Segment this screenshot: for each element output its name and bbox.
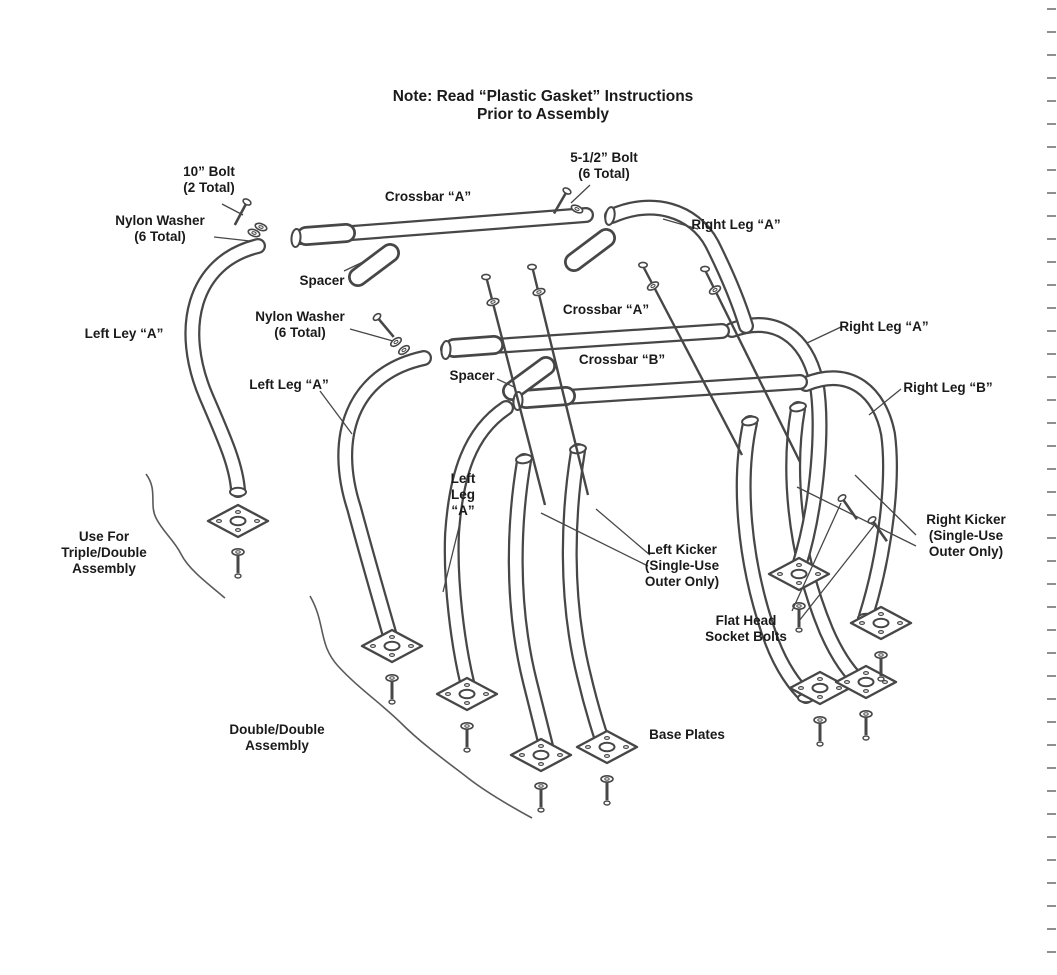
label-spacer-1: Spacer <box>299 273 345 288</box>
label-10in-bolt: 10” Bolt (2 Total) <box>183 164 235 195</box>
label-left-leg-a: Left Leg “A” <box>249 377 329 392</box>
label-flat-head-socket-bolts: Flat Head Socket Bolts <box>705 613 787 644</box>
flat-head-bolt-icon <box>835 492 862 524</box>
leg-tubes <box>184 199 898 690</box>
leader-lines <box>213 184 917 622</box>
label-double-double-assembly: Double/Double Assembly <box>229 722 325 753</box>
label-left-leg-vertical: Left Leg “A” <box>450 471 476 518</box>
label-crossbar-a-top: Crossbar “A” <box>384 189 472 204</box>
label-use-for-triple-double: Use For Triple/Double Assembly <box>61 529 147 576</box>
label-right-leg-a-mid: Right Leg “A” <box>839 319 929 334</box>
label-crossbar-a-mid: Crossbar “A” <box>562 302 650 317</box>
label-right-leg-b: Right Leg “B” <box>903 380 993 395</box>
fasteners <box>229 185 892 812</box>
page-edge-marks <box>1047 8 1056 968</box>
label-crossbar-b: Crossbar “B” <box>578 352 666 367</box>
label-left-kicker: Left Kicker (Single-Use Outer Only) <box>644 542 720 589</box>
label-left-ley-a: Left Ley “A” <box>84 326 164 341</box>
note-line1: Note: Read “Plastic Gasket” Instructions <box>392 88 694 105</box>
nylon-washer-icon <box>388 335 404 349</box>
spacer-tubes <box>348 228 616 401</box>
label-right-leg-a-top: Right Leg “A” <box>691 217 781 232</box>
note-title: Note: Read “Plastic Gasket” Instructions… <box>393 88 694 125</box>
label-base-plates: Base Plates <box>649 727 725 742</box>
assembly-brackets <box>145 473 533 819</box>
crossbar-tubes <box>292 207 808 409</box>
label-right-kicker: Right Kicker (Single-Use Outer Only) <box>926 512 1006 559</box>
ten-inch-bolt-icon <box>229 196 254 229</box>
label-nylon-washer-1: Nylon Washer (6 Total) <box>115 213 205 244</box>
tube-ends <box>229 206 875 766</box>
note-line2: Prior to Assembly <box>476 106 610 124</box>
label-nylon-washer-2: Nylon Washer (6 Total) <box>255 309 345 340</box>
kicker-tubes <box>507 401 872 766</box>
label-5half-bolt: 5-1/2” Bolt (6 Total) <box>570 150 638 181</box>
label-spacer-2: Spacer <box>449 368 495 383</box>
